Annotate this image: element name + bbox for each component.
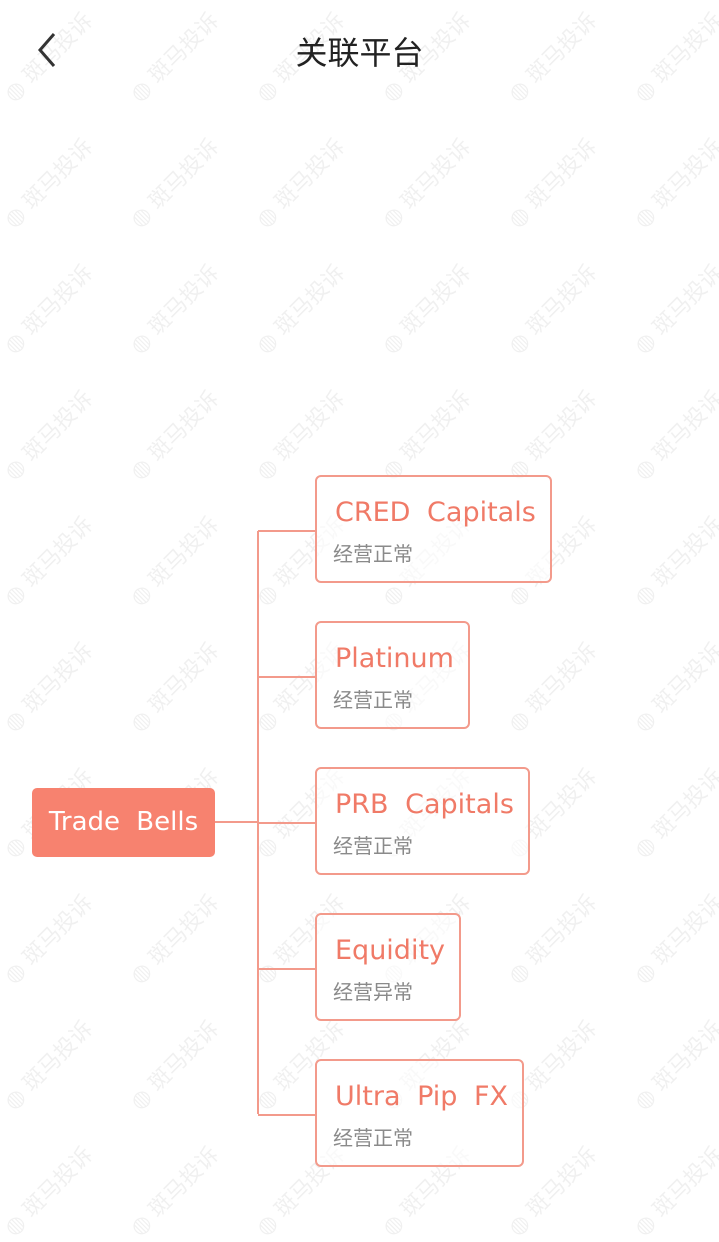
watermark-text: ◍ 斑马投诉 xyxy=(0,638,99,737)
watermark-text: ◍ 斑马投诉 xyxy=(125,260,225,359)
watermark-text: ◍ 斑马投诉 xyxy=(629,638,719,737)
platform-status: 经营异常 xyxy=(333,980,413,1004)
platform-status: 经营正常 xyxy=(333,834,413,858)
watermark-text: ◍ 斑马投诉 xyxy=(503,386,603,485)
branch-connector xyxy=(258,822,315,824)
header: 关联平台 xyxy=(0,0,719,104)
watermark-text: ◍ 斑马投诉 xyxy=(377,386,477,485)
watermark-text: ◍ 斑马投诉 xyxy=(0,386,99,485)
watermark-text: ◍ 斑马投诉 xyxy=(251,260,351,359)
platform-status: 经营正常 xyxy=(333,542,413,566)
watermark-text: ◍ 斑马投诉 xyxy=(503,134,603,233)
watermark-text: ◍ 斑马投诉 xyxy=(629,890,719,989)
back-button[interactable] xyxy=(30,30,66,70)
watermark-text: ◍ 斑马投诉 xyxy=(251,134,351,233)
watermark-text: ◍ 斑马投诉 xyxy=(629,260,719,359)
watermark-text: ◍ 斑马投诉 xyxy=(377,260,477,359)
watermark-text: ◍ 斑马投诉 xyxy=(125,638,225,737)
watermark-text: ◍ 斑马投诉 xyxy=(125,1142,225,1241)
branch-connector xyxy=(258,676,315,678)
watermark-text: ◍ 斑马投诉 xyxy=(503,260,603,359)
watermark-text: ◍ 斑马投诉 xyxy=(629,1016,719,1115)
platform-status: 经营正常 xyxy=(333,1126,413,1150)
platform-status: 经营正常 xyxy=(333,688,413,712)
platform-node[interactable]: Ultra Pip FX 经营正常 xyxy=(315,1059,525,1167)
platform-name: Ultra Pip FX xyxy=(335,1081,509,1112)
branch-connector xyxy=(258,968,315,970)
watermark-text: ◍ 斑马投诉 xyxy=(125,1016,225,1115)
watermark-text: ◍ 斑马投诉 xyxy=(0,512,99,611)
platform-node[interactable]: Platinum 经营正常 xyxy=(315,621,470,729)
watermark-text: ◍ 斑马投诉 xyxy=(629,386,719,485)
branch-connector xyxy=(258,1114,315,1116)
watermark-text: ◍ 斑马投诉 xyxy=(251,386,351,485)
platform-node[interactable]: Equidity 经营异常 xyxy=(315,913,462,1021)
branch-connector xyxy=(258,530,315,532)
watermark-text: ◍ 斑马投诉 xyxy=(125,512,225,611)
watermark-text: ◍ 斑马投诉 xyxy=(125,134,225,233)
watermark-text: ◍ 斑马投诉 xyxy=(125,386,225,485)
platform-node[interactable]: PRB Capitals 经营正常 xyxy=(315,767,530,875)
platform-name: CRED Capitals xyxy=(335,497,536,528)
watermark-text: ◍ 斑马投诉 xyxy=(629,512,719,611)
root-connector xyxy=(215,821,258,823)
watermark-text: ◍ 斑马投诉 xyxy=(629,764,719,863)
platform-name: PRB Capitals xyxy=(335,789,514,820)
watermark-text: ◍ 斑马投诉 xyxy=(503,890,603,989)
chevron-left-icon xyxy=(38,33,56,67)
watermark-text: ◍ 斑马投诉 xyxy=(125,890,225,989)
watermark-text: ◍ 斑马投诉 xyxy=(0,1016,99,1115)
watermark-text: ◍ 斑马投诉 xyxy=(0,890,99,989)
root-platform-node[interactable]: Trade Bells xyxy=(32,788,215,857)
platform-node[interactable]: CRED Capitals 经营正常 xyxy=(315,475,552,583)
watermark-text: ◍ 斑马投诉 xyxy=(0,260,99,359)
watermark-text: ◍ 斑马投诉 xyxy=(629,134,719,233)
platform-name: Equidity xyxy=(335,935,446,966)
watermark-text: ◍ 斑马投诉 xyxy=(503,638,603,737)
watermark-text: ◍ 斑马投诉 xyxy=(0,134,99,233)
watermark-text: ◍ 斑马投诉 xyxy=(377,134,477,233)
watermark-text: ◍ 斑马投诉 xyxy=(0,1142,99,1241)
platform-name: Platinum xyxy=(335,643,454,674)
page-title: 关联平台 xyxy=(295,34,424,72)
watermark-text: ◍ 斑马投诉 xyxy=(629,1142,719,1241)
